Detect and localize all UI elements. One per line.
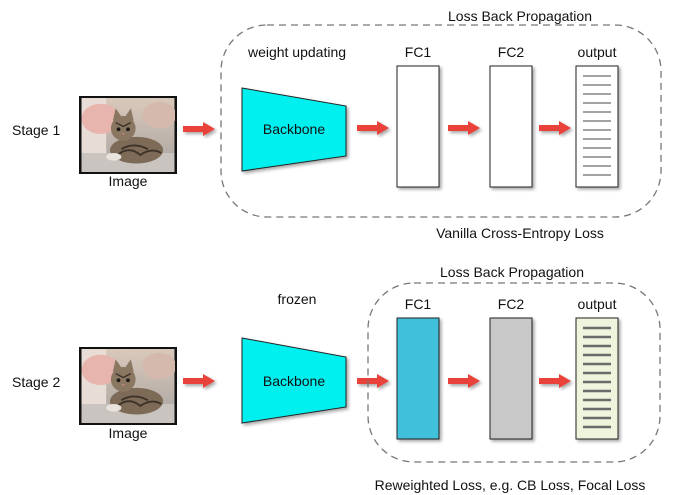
stage-1-fc1-label: FC1 (405, 44, 432, 60)
right-arrow-icon (448, 374, 480, 388)
stage-2-fc2-block (489, 317, 533, 440)
stage-1-top-label: Loss Back Propagation (448, 8, 592, 24)
stage-2-backbone-note: frozen (278, 291, 317, 307)
stage-2-fc1-block (396, 317, 440, 440)
stage-2-image (79, 347, 177, 425)
stage-1-label: Stage 1 (12, 122, 60, 138)
stage-2-output-block (575, 317, 619, 440)
stage-1-fc1-block (396, 65, 440, 188)
stage-2-label: Stage 2 (12, 374, 60, 390)
stage-1-output-block (575, 65, 619, 188)
right-arrow-icon (183, 374, 215, 388)
right-arrow-icon (448, 121, 480, 135)
stage-1-image-caption: Image (109, 173, 148, 189)
cat-photo-icon (81, 349, 175, 423)
right-arrow-icon (357, 121, 389, 135)
stage-2-top-label: Loss Back Propagation (440, 264, 584, 280)
stage-1-backbone-label: Backbone (263, 121, 325, 137)
stage-2-output-label: output (578, 296, 617, 312)
cat-photo-icon (81, 98, 175, 172)
stage-1-trainable-region (220, 24, 662, 218)
stage-1: Stage 1 Image weight updating Backbone L… (12, 8, 662, 241)
stage-2: Stage 2 Image frozen Backbone Loss Back … (12, 264, 661, 493)
stage-2-fc1-label: FC1 (405, 296, 432, 312)
stage-1-output-label: output (578, 44, 617, 60)
stage-1-fc2-label: FC2 (498, 44, 525, 60)
stage-2-backbone-label: Backbone (263, 373, 325, 389)
stage-2-backbone-block (241, 337, 347, 424)
stage-1-fc2-block (489, 65, 533, 188)
stage-2-trainable-region (367, 282, 661, 463)
right-arrow-icon (539, 121, 571, 135)
stage-1-image (79, 96, 177, 174)
stage-2-bottom-label: Reweighted Loss, e.g. CB Loss, Focal Los… (375, 477, 646, 493)
stage-1-bottom-label: Vanilla Cross-Entropy Loss (436, 225, 604, 241)
right-arrow-icon (183, 122, 215, 136)
stage-2-image-caption: Image (109, 425, 148, 441)
right-arrow-icon (357, 374, 389, 388)
right-arrow-icon (539, 374, 571, 388)
stage-1-backbone-note: weight updating (247, 44, 346, 60)
stage-2-fc2-label: FC2 (498, 296, 525, 312)
stage-1-backbone-block (241, 87, 347, 172)
